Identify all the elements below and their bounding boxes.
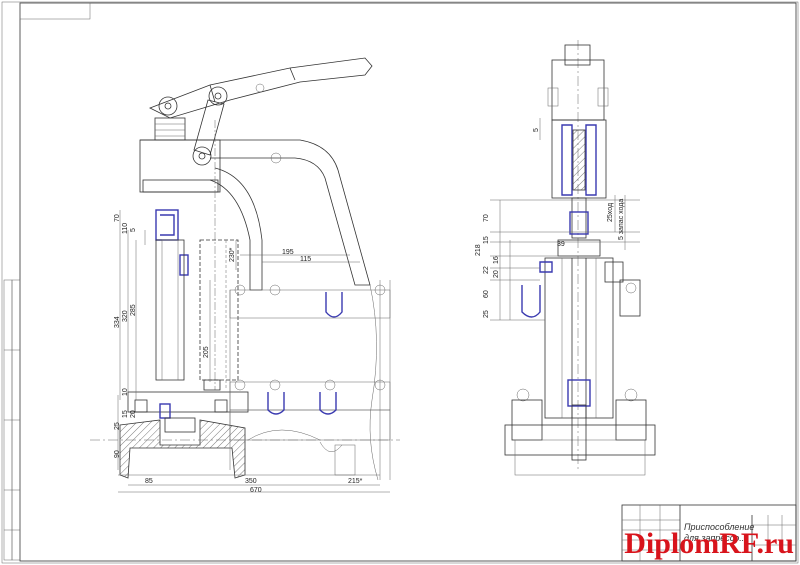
lever-handle — [149, 57, 373, 119]
right-dimension-lines — [490, 118, 640, 321]
inner-frame — [19, 2, 797, 562]
right-column-body — [544, 257, 614, 419]
dim-110: 110 — [122, 223, 129, 234]
clamp-blue-2 — [267, 392, 285, 415]
title-line-2: для запрессо... — [684, 533, 747, 543]
dim-15: 15 — [122, 410, 129, 418]
base-section — [119, 419, 246, 479]
dim-r-reserve: 5 запас хода — [618, 199, 625, 240]
dim-195: 195 — [282, 249, 294, 256]
dim-5: 5 — [130, 228, 137, 232]
dim-r-39: 39 — [557, 241, 565, 248]
clamp-blue-1 — [325, 292, 343, 318]
right-view — [504, 40, 656, 476]
dim-20: 20 — [130, 410, 137, 418]
dim-350: 350 — [245, 478, 257, 485]
dim-285: 285 — [130, 304, 137, 316]
left-dimension-texts: 195 115 85 350 215* 670 70 110 5 230* 33… — [114, 214, 363, 494]
left-dimension-lines — [117, 210, 390, 493]
left-stamp-columns — [3, 279, 21, 561]
dim-85: 85 — [145, 478, 153, 485]
dim-r-218: 218 — [475, 244, 482, 256]
dim-115: 115 — [300, 256, 311, 263]
watermark-logo: DiplomRF.ru — [624, 527, 794, 560]
dim-230: 230* — [229, 247, 236, 262]
clamp-blue-3 — [319, 392, 337, 415]
link-arm — [193, 99, 225, 156]
dim-670: 670 — [250, 487, 262, 494]
dim-70: 70 — [114, 214, 121, 222]
table-plate — [127, 391, 249, 413]
dim-r-25hod: 25ход — [607, 203, 614, 222]
dim-r-20: 20 — [493, 270, 500, 278]
right-dimension-texts: 5 70 25ход 5 запас хода 15 39 218 22 16 … — [475, 128, 625, 318]
title-line-1: Приспособление — [684, 522, 754, 532]
dim-r-22: 22 — [483, 266, 490, 274]
ram-blue — [561, 124, 597, 196]
side-clamp-blue — [521, 285, 541, 318]
dim-r-25: 25 — [483, 310, 490, 318]
dim-25: 25 — [114, 422, 121, 430]
top-left-stamp — [19, 2, 91, 20]
dim-r-5: 5 — [533, 128, 540, 132]
frame-rail-top — [229, 289, 391, 319]
dim-215: 215* — [348, 478, 363, 485]
left-view — [90, 57, 400, 481]
dim-r-16: 16 — [493, 256, 500, 264]
dim-320: 320 — [122, 310, 129, 322]
title-block: Приспособление для запрессо... — [621, 504, 797, 562]
dim-r-15: 15 — [483, 236, 490, 244]
dim-r-70: 70 — [483, 214, 490, 222]
right-base — [504, 424, 656, 456]
dim-205: 205 — [203, 346, 210, 358]
lever-pivot — [158, 96, 178, 116]
dim-r-60: 60 — [483, 290, 490, 298]
dim-10: 10 — [122, 388, 129, 396]
dim-90: 90 — [114, 450, 121, 458]
dim-334: 334 — [114, 316, 121, 328]
c-frame — [140, 139, 371, 286]
